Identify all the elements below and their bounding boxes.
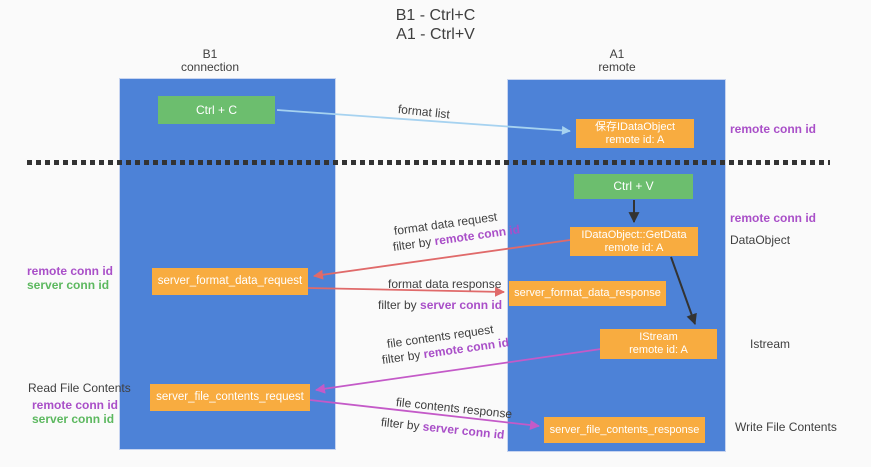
box-ctrl-v: Ctrl + V	[574, 174, 693, 199]
label-filter-format-response: filter by server conn id	[378, 298, 502, 312]
filter-prefix: filter by	[378, 298, 417, 312]
box-istream-line1: IStream	[639, 331, 678, 343]
label-remote-conn-id-mid: remote conn id	[730, 211, 817, 225]
box-server-format-data-response: server_format_data_response	[509, 281, 666, 306]
label-istream: Istream	[750, 337, 791, 351]
box-ctrl-v-label: Ctrl + V	[613, 179, 654, 193]
column-header-b1: B1 connection	[150, 48, 270, 74]
column-header-a1: A1 remote	[557, 48, 677, 74]
filter-key-server-conn-id: server conn id	[422, 419, 506, 442]
label-file-contents-response: file contents response	[395, 395, 513, 422]
label-read-file-contents: Read File Contents	[28, 381, 131, 395]
box-server-format-data-response-label: server_format_data_response	[514, 287, 661, 299]
column-a1-role: remote	[598, 60, 636, 74]
column-b1-name: B1	[202, 47, 218, 61]
filter-key-server-conn-id: server conn id	[420, 298, 503, 312]
box-save-idataobject: 保存IDataObject remote id: A	[576, 119, 694, 148]
label-remote-conn-id-top: remote conn id	[730, 122, 817, 136]
copy-paste-separator-line	[27, 160, 830, 165]
box-idataobject-getdata-line1: IDataObject::GetData	[581, 228, 687, 241]
column-a1-name: A1	[609, 47, 625, 61]
box-istream-line2: remote id: A	[629, 344, 688, 356]
label-left-format-server-conn-id: server conn id	[27, 278, 110, 292]
box-server-file-contents-request: server_file_contents_request	[150, 384, 310, 411]
box-idataobject-getdata: IDataObject::GetData remote id: A	[570, 227, 698, 256]
label-left-file-remote-conn-id: remote conn id	[32, 398, 119, 412]
box-server-file-contents-response-label: server_file_contents_response	[549, 423, 700, 436]
box-server-format-data-request: server_format_data_request	[152, 268, 308, 295]
box-ctrl-c-label: Ctrl + C	[195, 102, 237, 117]
label-dataobject: DataObject	[730, 233, 791, 247]
label-format-data-response: format data response	[388, 277, 502, 291]
label-left-file-server-conn-id: server conn id	[32, 412, 115, 426]
label-left-format-remote-conn-id: remote conn id	[27, 264, 114, 278]
diagram-title: B1 - Ctrl+C A1 - Ctrl+V	[0, 6, 871, 44]
box-server-file-contents-request-label: server_file_contents_request	[156, 391, 304, 403]
filter-prefix: filter by	[380, 415, 421, 434]
label-format-list: format list	[397, 102, 451, 122]
box-istream: IStream remote id: A	[600, 329, 717, 359]
label-write-file-contents: Write File Contents	[735, 420, 837, 434]
filter-prefix: filter by	[392, 234, 433, 254]
column-b1-role: connection	[180, 60, 240, 74]
label-filter-file-response: filter by server conn id	[380, 415, 505, 442]
box-server-format-data-request-label: server_format_data_request	[157, 275, 303, 287]
title-line-2: A1 - Ctrl+V	[396, 26, 475, 43]
box-ctrl-c: Ctrl + C	[158, 96, 275, 124]
box-idataobject-getdata-line2: remote id: A	[604, 241, 664, 254]
title-line-1: B1 - Ctrl+C	[395, 7, 476, 24]
box-server-file-contents-response: server_file_contents_response	[544, 417, 705, 443]
box-save-idataobject-line2: remote id: A	[605, 133, 665, 146]
box-save-idataobject-line1: 保存IDataObject	[594, 120, 676, 133]
